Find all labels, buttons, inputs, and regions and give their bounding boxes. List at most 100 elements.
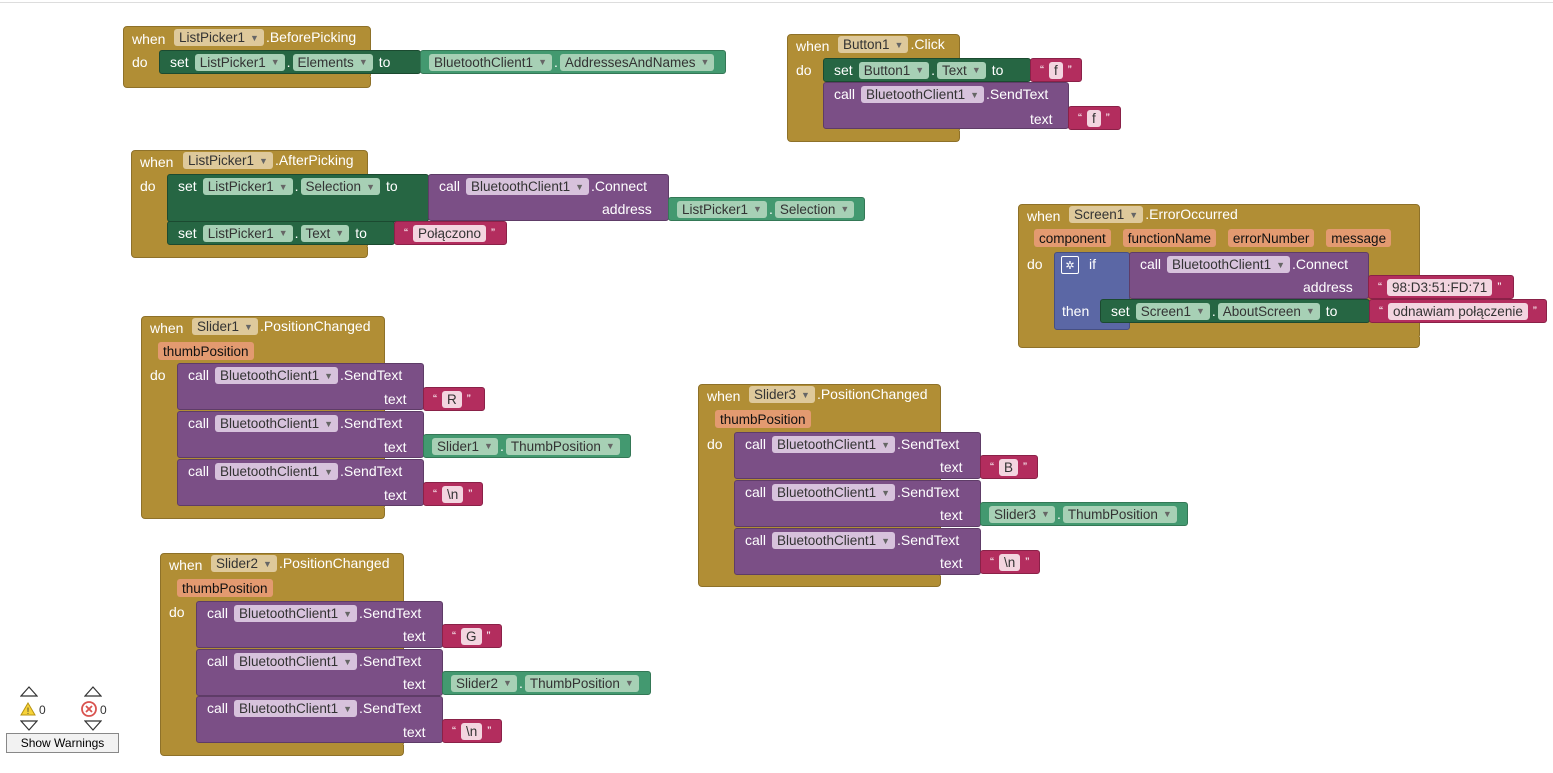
do-label: do [169, 604, 185, 620]
text-block[interactable]: “\n” [423, 482, 483, 506]
text-label: text [1030, 111, 1053, 127]
component-dropdown[interactable]: BluetoothClient1▼ [234, 653, 358, 670]
text-block[interactable]: “f” [1030, 58, 1082, 82]
text-label: text [384, 487, 407, 503]
getter-block[interactable]: Slider1▼.ThumbPosition▼ [423, 434, 631, 458]
set-block[interactable]: set ListPicker1▼. Text▼ to [167, 221, 395, 245]
component-dropdown[interactable]: ListPicker1▼ [174, 29, 264, 46]
then-label: then [1062, 303, 1090, 319]
property-dropdown[interactable]: ThumbPosition▼ [505, 437, 620, 455]
param-component[interactable]: component [1034, 229, 1111, 247]
component-dropdown[interactable]: Slider1▼ [432, 437, 498, 455]
component-dropdown[interactable]: BluetoothClient1▼ [772, 532, 896, 549]
event-name: .PositionChanged [816, 386, 928, 402]
property-dropdown[interactable]: Elements▼ [292, 53, 373, 71]
component-dropdown[interactable]: Slider2▼ [211, 555, 277, 572]
param-thumbposition[interactable]: thumbPosition [177, 579, 273, 597]
property-dropdown[interactable]: AboutScreen▼ [1217, 302, 1320, 320]
component-dropdown[interactable]: BluetoothClient1▼ [234, 700, 358, 717]
gear-icon[interactable]: ✲ [1061, 256, 1079, 274]
text-block[interactable]: “B” [980, 455, 1038, 479]
text-block[interactable]: “f” [1068, 106, 1121, 130]
show-warnings-button[interactable]: Show Warnings [6, 733, 119, 753]
event-name: .PositionChanged [278, 555, 390, 571]
property-dropdown[interactable]: Text▼ [300, 224, 350, 242]
component-dropdown[interactable]: BluetoothClient1▼ [429, 53, 552, 71]
component-dropdown[interactable]: Slider3▼ [989, 505, 1055, 523]
getter-block[interactable]: Slider3▼.ThumbPosition▼ [980, 502, 1188, 526]
param-functionname[interactable]: functionName [1122, 229, 1216, 247]
component-dropdown[interactable]: ListPicker1▼ [202, 178, 293, 195]
property-dropdown[interactable]: Selection▼ [300, 178, 380, 195]
component-dropdown[interactable]: Slider3▼ [749, 386, 815, 403]
text-block[interactable]: “\n” [980, 550, 1040, 574]
component-dropdown[interactable]: Button1▼ [838, 36, 909, 53]
component-dropdown[interactable]: ListPicker1▼ [677, 200, 767, 218]
text-label: text [384, 391, 407, 407]
component-dropdown[interactable]: BluetoothClient1▼ [215, 367, 339, 384]
property-dropdown[interactable]: AddressesAndNames▼ [559, 53, 715, 71]
getter-block[interactable]: ListPicker1▼. Selection▼ [668, 197, 865, 221]
component-dropdown[interactable]: BluetoothClient1▼ [772, 436, 896, 453]
component-dropdown[interactable]: BluetoothClient1▼ [234, 605, 358, 622]
component-dropdown[interactable]: Slider1▼ [192, 318, 258, 335]
text-block[interactable]: “\n” [442, 719, 502, 743]
text-block[interactable]: “odnawiam połączenie” [1369, 299, 1547, 323]
text-block[interactable]: “G” [442, 624, 502, 648]
call-connect-block[interactable]: call BluetoothClient1▼.Connect [428, 174, 669, 221]
component-dropdown[interactable]: BluetoothClient1▼ [215, 463, 339, 480]
warning-count: 0 [39, 703, 46, 717]
component-dropdown[interactable]: ListPicker1▼ [183, 152, 273, 169]
when-label: when [796, 38, 830, 54]
set-block[interactable]: set ListPicker1▼. Elements▼ to [159, 50, 421, 74]
text-value[interactable]: Połączono [413, 224, 487, 242]
component-dropdown[interactable]: BluetoothClient1▼ [1167, 256, 1291, 273]
getter-block[interactable]: BluetoothClient1▼. AddressesAndNames▼ [420, 50, 726, 74]
component-dropdown[interactable]: BluetoothClient1▼ [772, 484, 896, 501]
next-error-arrow-icon[interactable] [84, 720, 102, 731]
prev-warning-arrow-icon[interactable] [20, 686, 38, 697]
event-name: .BeforePicking [265, 29, 357, 45]
component-dropdown[interactable]: ListPicker1▼ [194, 53, 285, 71]
text-block[interactable]: “98:D3:51:FD:71” [1368, 275, 1514, 299]
component-dropdown[interactable]: Button1▼ [858, 61, 930, 79]
when-label: when [150, 320, 184, 336]
component-dropdown[interactable]: BluetoothClient1▼ [215, 415, 339, 432]
text-label: text [940, 507, 963, 523]
param-errornumber[interactable]: errorNumber [1227, 229, 1315, 247]
address-label: address [1303, 279, 1353, 295]
param-thumbposition[interactable]: thumbPosition [715, 410, 811, 428]
property-dropdown[interactable]: Text▼ [937, 61, 986, 79]
property-dropdown[interactable]: ThumbPosition▼ [524, 674, 639, 692]
property-dropdown[interactable]: Selection▼ [774, 200, 855, 218]
param-message[interactable]: message [1326, 229, 1392, 247]
param-thumbposition[interactable]: thumbPosition [158, 342, 254, 360]
component-dropdown[interactable]: Screen1▼ [1135, 302, 1210, 320]
set-block[interactable]: set ListPicker1▼. Selection▼ to [167, 174, 429, 222]
property-dropdown[interactable]: ThumbPosition▼ [1062, 505, 1177, 523]
component-dropdown[interactable]: Screen1▼ [1069, 206, 1144, 223]
component-dropdown[interactable]: BluetoothClient1▼ [466, 178, 590, 195]
text-block[interactable]: “R” [423, 387, 485, 411]
component-dropdown[interactable]: Slider2▼ [451, 674, 517, 692]
getter-block[interactable]: Slider2▼.ThumbPosition▼ [442, 671, 651, 695]
component-dropdown[interactable]: BluetoothClient1▼ [861, 86, 985, 103]
component-dropdown[interactable]: ListPicker1▼ [202, 224, 293, 242]
if-block[interactable]: ✲ if [1054, 252, 1130, 330]
next-warning-arrow-icon[interactable] [20, 720, 38, 731]
prev-error-arrow-icon[interactable] [84, 686, 102, 697]
text-block[interactable]: “Połączono” [394, 221, 507, 245]
